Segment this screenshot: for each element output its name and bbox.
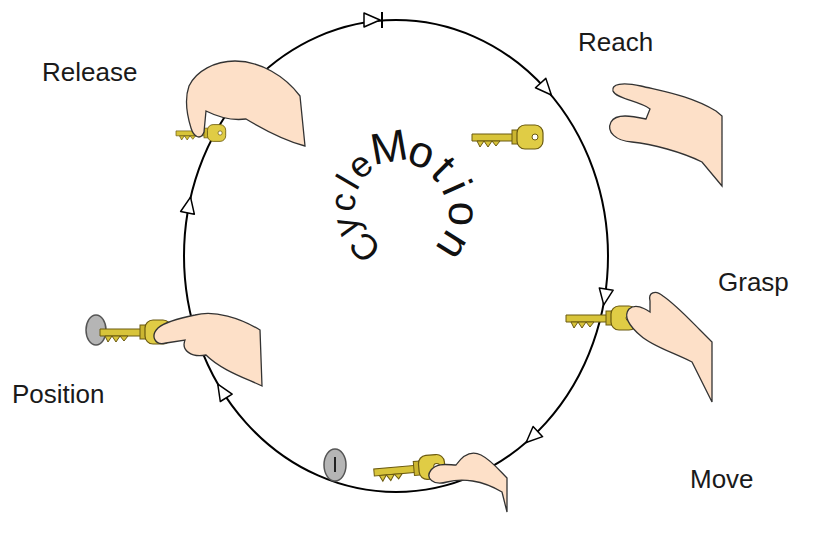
stage-label: Move (690, 465, 754, 494)
stage-label: Release (42, 58, 137, 87)
stage-label: Grasp (718, 268, 789, 297)
stage-label: Position (12, 380, 105, 409)
reach-hand (472, 84, 722, 186)
release-hand (176, 61, 305, 146)
move-hand (373, 453, 507, 512)
cycle-arrowheads (181, 12, 614, 448)
position-hand (100, 313, 262, 386)
grasp-hand (566, 292, 712, 402)
cycle-ring (184, 20, 608, 492)
stage-label: Reach (578, 28, 653, 57)
